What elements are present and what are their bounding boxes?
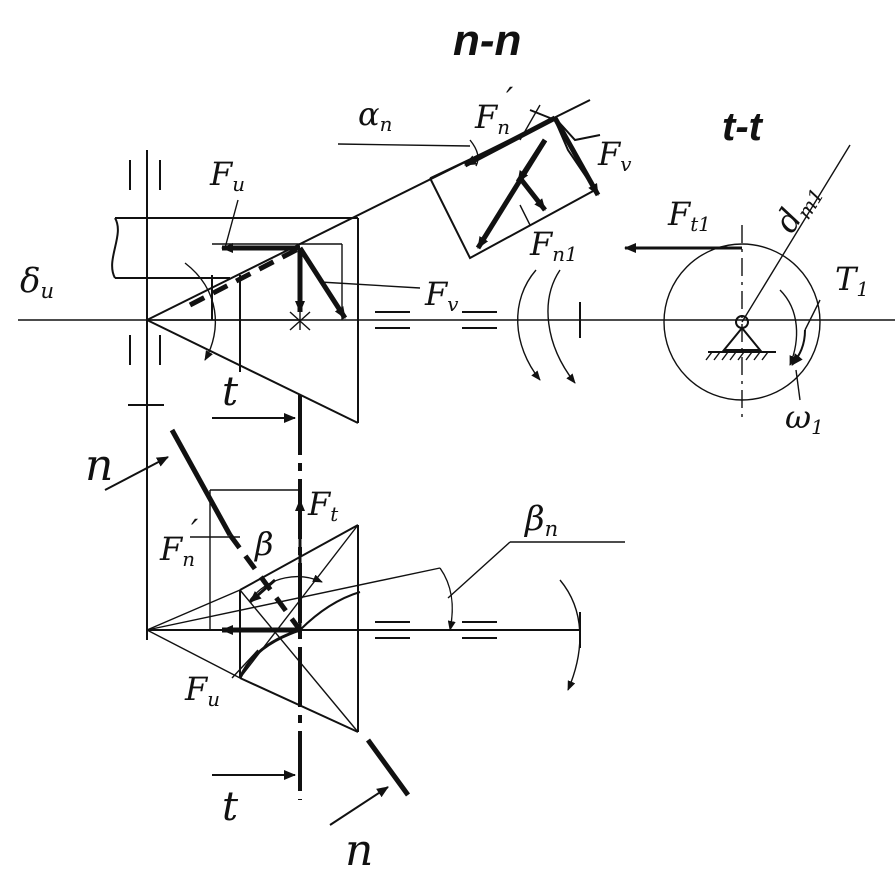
label-t-lower: t — [222, 784, 239, 830]
pivot-support — [721, 326, 763, 351]
section-n-line — [365, 738, 411, 797]
Fn-prime-leader — [519, 104, 541, 141]
section-tt-title: t-t — [722, 105, 764, 149]
n-bottom-arrow — [329, 786, 389, 826]
lower-apex-top — [146, 589, 241, 631]
force-component-vector — [515, 138, 548, 184]
Fv-leader — [319, 281, 346, 319]
label-omega1: ω1 — [785, 398, 824, 439]
label-beta: β — [254, 525, 274, 563]
label-t-upper: t — [222, 369, 239, 415]
lower-apex-bottom — [146, 629, 241, 679]
Fu-lower-leader — [231, 649, 259, 679]
force-Fn-dashed — [188, 245, 302, 308]
label-Fu-top: Fu — [209, 155, 245, 196]
cone-bottom-edge — [146, 319, 359, 424]
center-cross — [289, 311, 311, 331]
label-Fv-mid: Fv — [424, 275, 458, 316]
beta-n-angle-arc — [439, 567, 456, 631]
section-tt-gear-view — [624, 144, 851, 420]
force-Fu-lower-curve — [238, 628, 301, 679]
label-T1: T1 — [835, 260, 869, 301]
label-Ft1: Ft1 — [667, 195, 711, 236]
rotation-arrow — [517, 269, 541, 381]
lower-diag — [239, 589, 359, 733]
label-Fn-prime-bottom: Fn′ — [159, 512, 199, 571]
rotation-arrow — [559, 579, 581, 691]
lower-gear-assembly — [104, 395, 625, 826]
label-dm1: dm1 — [767, 175, 829, 241]
section-nn-force-triangle — [337, 104, 601, 260]
beta-n-leader — [447, 541, 511, 599]
upper-gear-assembly — [18, 99, 895, 640]
ground-hatch — [705, 351, 769, 361]
Fu-leader — [224, 199, 239, 249]
alpha-angle-arc — [469, 139, 479, 167]
label-alpha-n: αn — [358, 95, 392, 136]
label-Fu-bottom: Fu — [184, 670, 220, 711]
label-Fn-prime-top: Fn′ — [474, 80, 514, 139]
label-Fn1: Fn1 — [529, 225, 578, 266]
force-Fv-section-vector — [552, 116, 601, 197]
label-beta-n: βn — [523, 499, 558, 541]
torque-arrow — [779, 289, 798, 366]
lower-apex-line — [146, 567, 441, 631]
Fn1-leader — [519, 204, 531, 226]
label-n-bottom: n — [345, 825, 373, 875]
alpha-leader — [337, 143, 471, 147]
omega-leader — [795, 369, 801, 401]
omega-arrow — [791, 329, 806, 366]
force-curve — [299, 591, 361, 631]
cylinder-break — [111, 217, 119, 279]
label-Fv-top: Fv — [597, 135, 631, 176]
lower-cone-bottom — [239, 677, 359, 733]
label-n-left: n — [85, 440, 113, 491]
delta-angle-arc — [184, 262, 217, 361]
Fv-leader — [319, 281, 421, 289]
section-n-line — [169, 428, 233, 537]
T1-leader — [804, 299, 821, 331]
rotation-arrow — [547, 269, 576, 384]
n-left-arrow — [104, 456, 169, 491]
force-Fn-prime-vector — [463, 115, 557, 168]
section-nn-title: n-n — [453, 16, 521, 65]
section-outline — [429, 109, 597, 260]
dm1-diameter-line — [741, 144, 851, 323]
Fv-section-hook — [554, 117, 601, 142]
label-Ft: Ft — [307, 485, 338, 526]
section-n-line — [227, 533, 303, 632]
label-delta-u: δu — [20, 261, 54, 303]
force-component-vector — [518, 176, 547, 212]
force-arrow-small — [249, 578, 276, 604]
